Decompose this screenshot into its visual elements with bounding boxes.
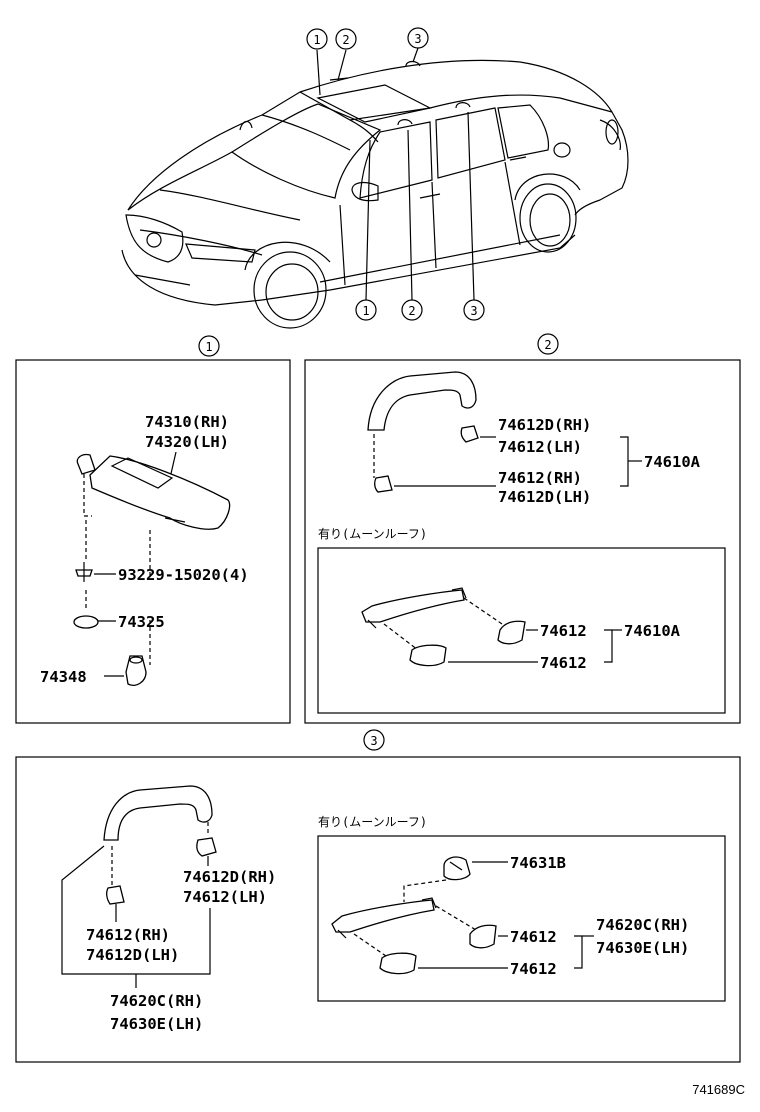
svg-text:2: 2: [342, 33, 349, 47]
cap-icon: [409, 644, 447, 667]
cap-icon: [469, 924, 497, 949]
section-2: 2 74612D(RH) 74612(LH) 74612(RH) 74612D(…: [304, 333, 741, 724]
label-cap-l-lh: 74612D(LH): [86, 946, 179, 964]
cap-icon: [379, 952, 417, 975]
svg-text:3: 3: [470, 304, 477, 318]
section-3-marker: 3: [363, 729, 385, 751]
moonroof-frame: [317, 835, 726, 1002]
moonroof-grip-icon: [361, 587, 467, 629]
callout-marker-bottom-2: 2: [401, 299, 423, 321]
moonroof-frame: [317, 547, 726, 714]
plate-icon: [73, 615, 99, 629]
label-assy-rh: 74620C(RH): [110, 992, 203, 1010]
svg-text:1: 1: [362, 304, 369, 318]
label-cap-a-lh: 74612(LH): [498, 438, 582, 456]
label-cap-r-rh: 74612D(RH): [183, 868, 276, 886]
moonroof-grip-icon: [331, 897, 437, 939]
section-2-frame: [304, 359, 741, 724]
label-cap-l-rh: 74612(RH): [86, 926, 170, 944]
label-moonroof-assy-lh: 74630E(LH): [596, 939, 689, 957]
cap-icon: [196, 837, 217, 857]
moonroof-caption: 有り(ムーンルーフ): [318, 815, 427, 829]
section-1-marker: 1: [198, 335, 220, 357]
label-moonroof-cap-1: 74612: [540, 622, 587, 640]
label-moonroof-cap-2: 74612: [510, 960, 557, 978]
callout-marker-top-2: 2: [335, 28, 357, 50]
label-visor-lh: 74320(LH): [145, 433, 229, 451]
label-plate: 74325: [118, 613, 165, 631]
section-2-marker: 2: [537, 333, 559, 355]
label-cap-a-rh: 74612D(RH): [498, 416, 591, 434]
label-moonroof-cap-2: 74612: [540, 654, 587, 672]
svg-text:2: 2: [408, 304, 415, 318]
callout-marker-top-1: 1: [306, 28, 328, 50]
section-3: 3 74612D(RH) 74612(LH) 74612(RH) 74612D(…: [15, 729, 741, 1063]
assist-grip-icon: [367, 371, 477, 431]
callout-marker-bottom-3: 3: [463, 299, 485, 321]
sun-visor-icon: [76, 453, 231, 530]
label-clip: 74631B: [510, 854, 566, 872]
label-cap-r-lh: 74612(LH): [183, 888, 267, 906]
section-1: 1 74310(RH) 74320(LH) 93229-15020(4) 743…: [15, 335, 291, 724]
svg-text:3: 3: [370, 734, 377, 748]
label-cap-b-lh: 74612D(LH): [498, 488, 591, 506]
callout-marker-top-3: 3: [407, 27, 429, 49]
assist-grip-icon: [103, 785, 213, 841]
cap-icon: [460, 425, 479, 443]
label-moonroof-assy-rh: 74620C(RH): [596, 916, 689, 934]
figure-code: 741689C: [692, 1082, 745, 1097]
section-1-frame: [15, 359, 291, 724]
section-3-frame: [15, 756, 741, 1063]
callout-marker-bottom-1: 1: [355, 299, 377, 321]
label-visor-rh: 74310(RH): [145, 413, 229, 431]
label-holder: 74348: [40, 668, 87, 686]
svg-text:2: 2: [544, 338, 551, 352]
svg-text:3: 3: [414, 32, 421, 46]
svg-text:1: 1: [205, 340, 212, 354]
label-screw: 93229-15020(4): [118, 566, 249, 584]
clip-icon: [443, 856, 471, 881]
label-cap-b-rh: 74612(RH): [498, 469, 582, 487]
car-leader-lines: [316, 47, 475, 301]
car-illustration: [121, 59, 629, 329]
cap-icon: [374, 475, 393, 493]
label-assy-74610a: 74610A: [644, 453, 701, 471]
svg-text:1: 1: [313, 33, 320, 47]
label-moonroof-assy: 74610A: [624, 622, 681, 640]
cap-icon: [497, 620, 526, 645]
label-assy-lh: 74630E(LH): [110, 1015, 203, 1033]
screw-icon: [75, 562, 93, 582]
moonroof-caption: 有り(ムーンルーフ): [318, 527, 427, 541]
cap-icon: [106, 885, 125, 905]
holder-icon: [125, 655, 147, 686]
label-moonroof-cap-1: 74612: [510, 928, 557, 946]
